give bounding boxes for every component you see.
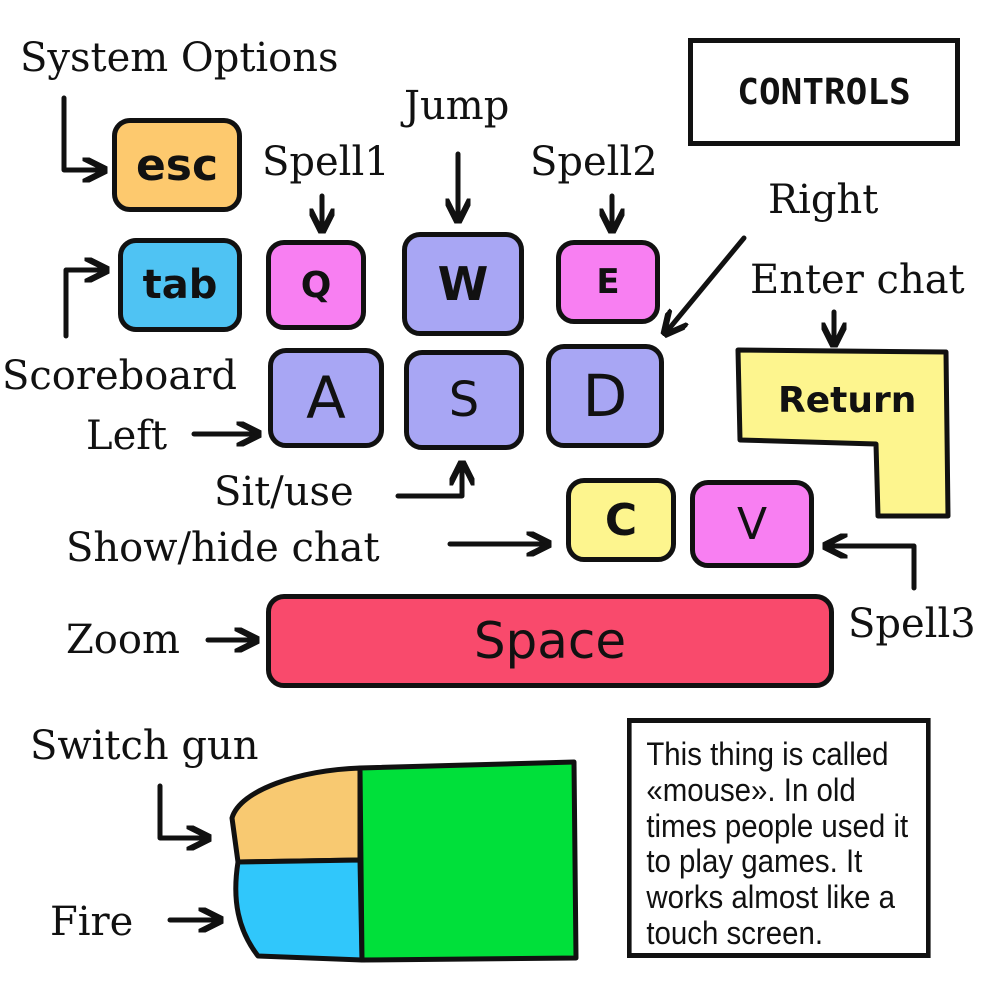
mouse-left-button — [233, 857, 365, 963]
label-system-options: System Options — [20, 35, 339, 81]
key-tab: tab — [118, 238, 242, 332]
key-d: D — [546, 344, 664, 448]
label-fire: Fire — [50, 899, 134, 945]
label-switch-gun: Switch gun — [30, 723, 259, 769]
key-e: E — [556, 240, 660, 324]
key-v: V — [690, 480, 814, 568]
key-space: Space — [266, 594, 834, 688]
label-sit-use: Sit/use — [214, 469, 354, 515]
key-w: W — [402, 232, 524, 336]
label-enter-chat: Enter chat — [750, 257, 965, 303]
label-left: Left — [86, 413, 168, 459]
label-show-hide-chat: Show/hide chat — [66, 525, 380, 571]
label-spell1: Spell1 — [262, 139, 390, 185]
key-return-label: Return — [778, 380, 917, 421]
label-jump: Jump — [404, 83, 510, 129]
label-spell3: Spell3 — [848, 601, 976, 647]
key-a: A — [268, 348, 384, 448]
mouse-note: This thing is called «mouse». In old tim… — [627, 718, 931, 958]
key-s: S — [404, 350, 524, 450]
controls-title: CONTROLS — [688, 38, 960, 146]
key-q: Q — [266, 240, 366, 330]
key-esc: esc — [112, 118, 242, 212]
mouse-body — [357, 759, 579, 963]
label-right: Right — [768, 177, 879, 223]
key-c: C — [566, 478, 676, 562]
label-spell2: Spell2 — [530, 139, 658, 185]
label-zoom: Zoom — [66, 617, 180, 663]
label-scoreboard: Scoreboard — [2, 353, 237, 399]
